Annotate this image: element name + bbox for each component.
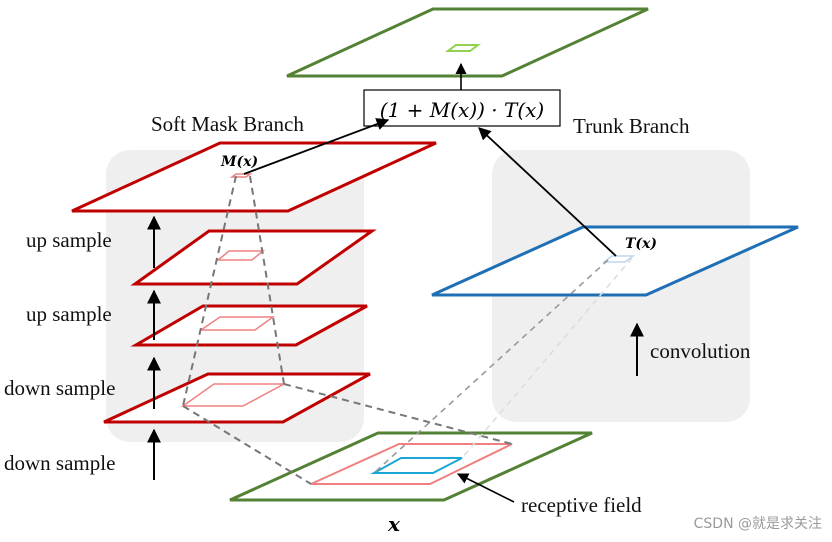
- mask-plane-4-patch: [180, 383, 285, 407]
- label-convolution: convolution: [650, 339, 751, 363]
- output-patch: [445, 44, 481, 52]
- soft-mask-branch-title: Soft Mask Branch: [151, 112, 304, 136]
- trunk-to-formula-arrow: [478, 127, 617, 257]
- mask-plane-3-patch: [198, 316, 276, 331]
- mask-to-formula-arrow: [243, 118, 390, 175]
- mask-output-label: M(x): [220, 154, 258, 170]
- mask-plane-2: [130, 229, 377, 286]
- mask-output-plane: [71, 141, 437, 213]
- label-up-sample-1: up sample: [26, 228, 112, 252]
- soft-mask-panel: [106, 150, 364, 442]
- mask-plane-3: [130, 304, 368, 347]
- trunk-output-label: T(x): [625, 236, 657, 252]
- label-receptive-field: receptive field: [521, 493, 642, 517]
- mask-plane-2-patch: [215, 250, 266, 261]
- output-plane: [286, 7, 649, 78]
- trunk-output-patch: [601, 255, 636, 263]
- label-down-sample-2: down sample: [4, 451, 115, 475]
- watermark: CSDN @就是求关注: [694, 516, 822, 532]
- label-down-sample-1: down sample: [4, 376, 115, 400]
- formula-box: [363, 89, 561, 127]
- trunk-projection-lines: [373, 257, 633, 474]
- formula-text: (1 + M(x)) · T(x): [380, 98, 544, 122]
- mask-plane-4: [103, 372, 371, 424]
- receptive-field-inner: [370, 457, 463, 474]
- label-up-sample-2: up sample: [26, 302, 112, 326]
- mask-projection-lines: [182, 175, 513, 485]
- receptive-field-arrow: [456, 473, 515, 503]
- trunk-output-plane: [431, 225, 799, 297]
- trunk-branch-title: Trunk Branch: [573, 114, 690, 138]
- input-x-label: x: [387, 512, 401, 536]
